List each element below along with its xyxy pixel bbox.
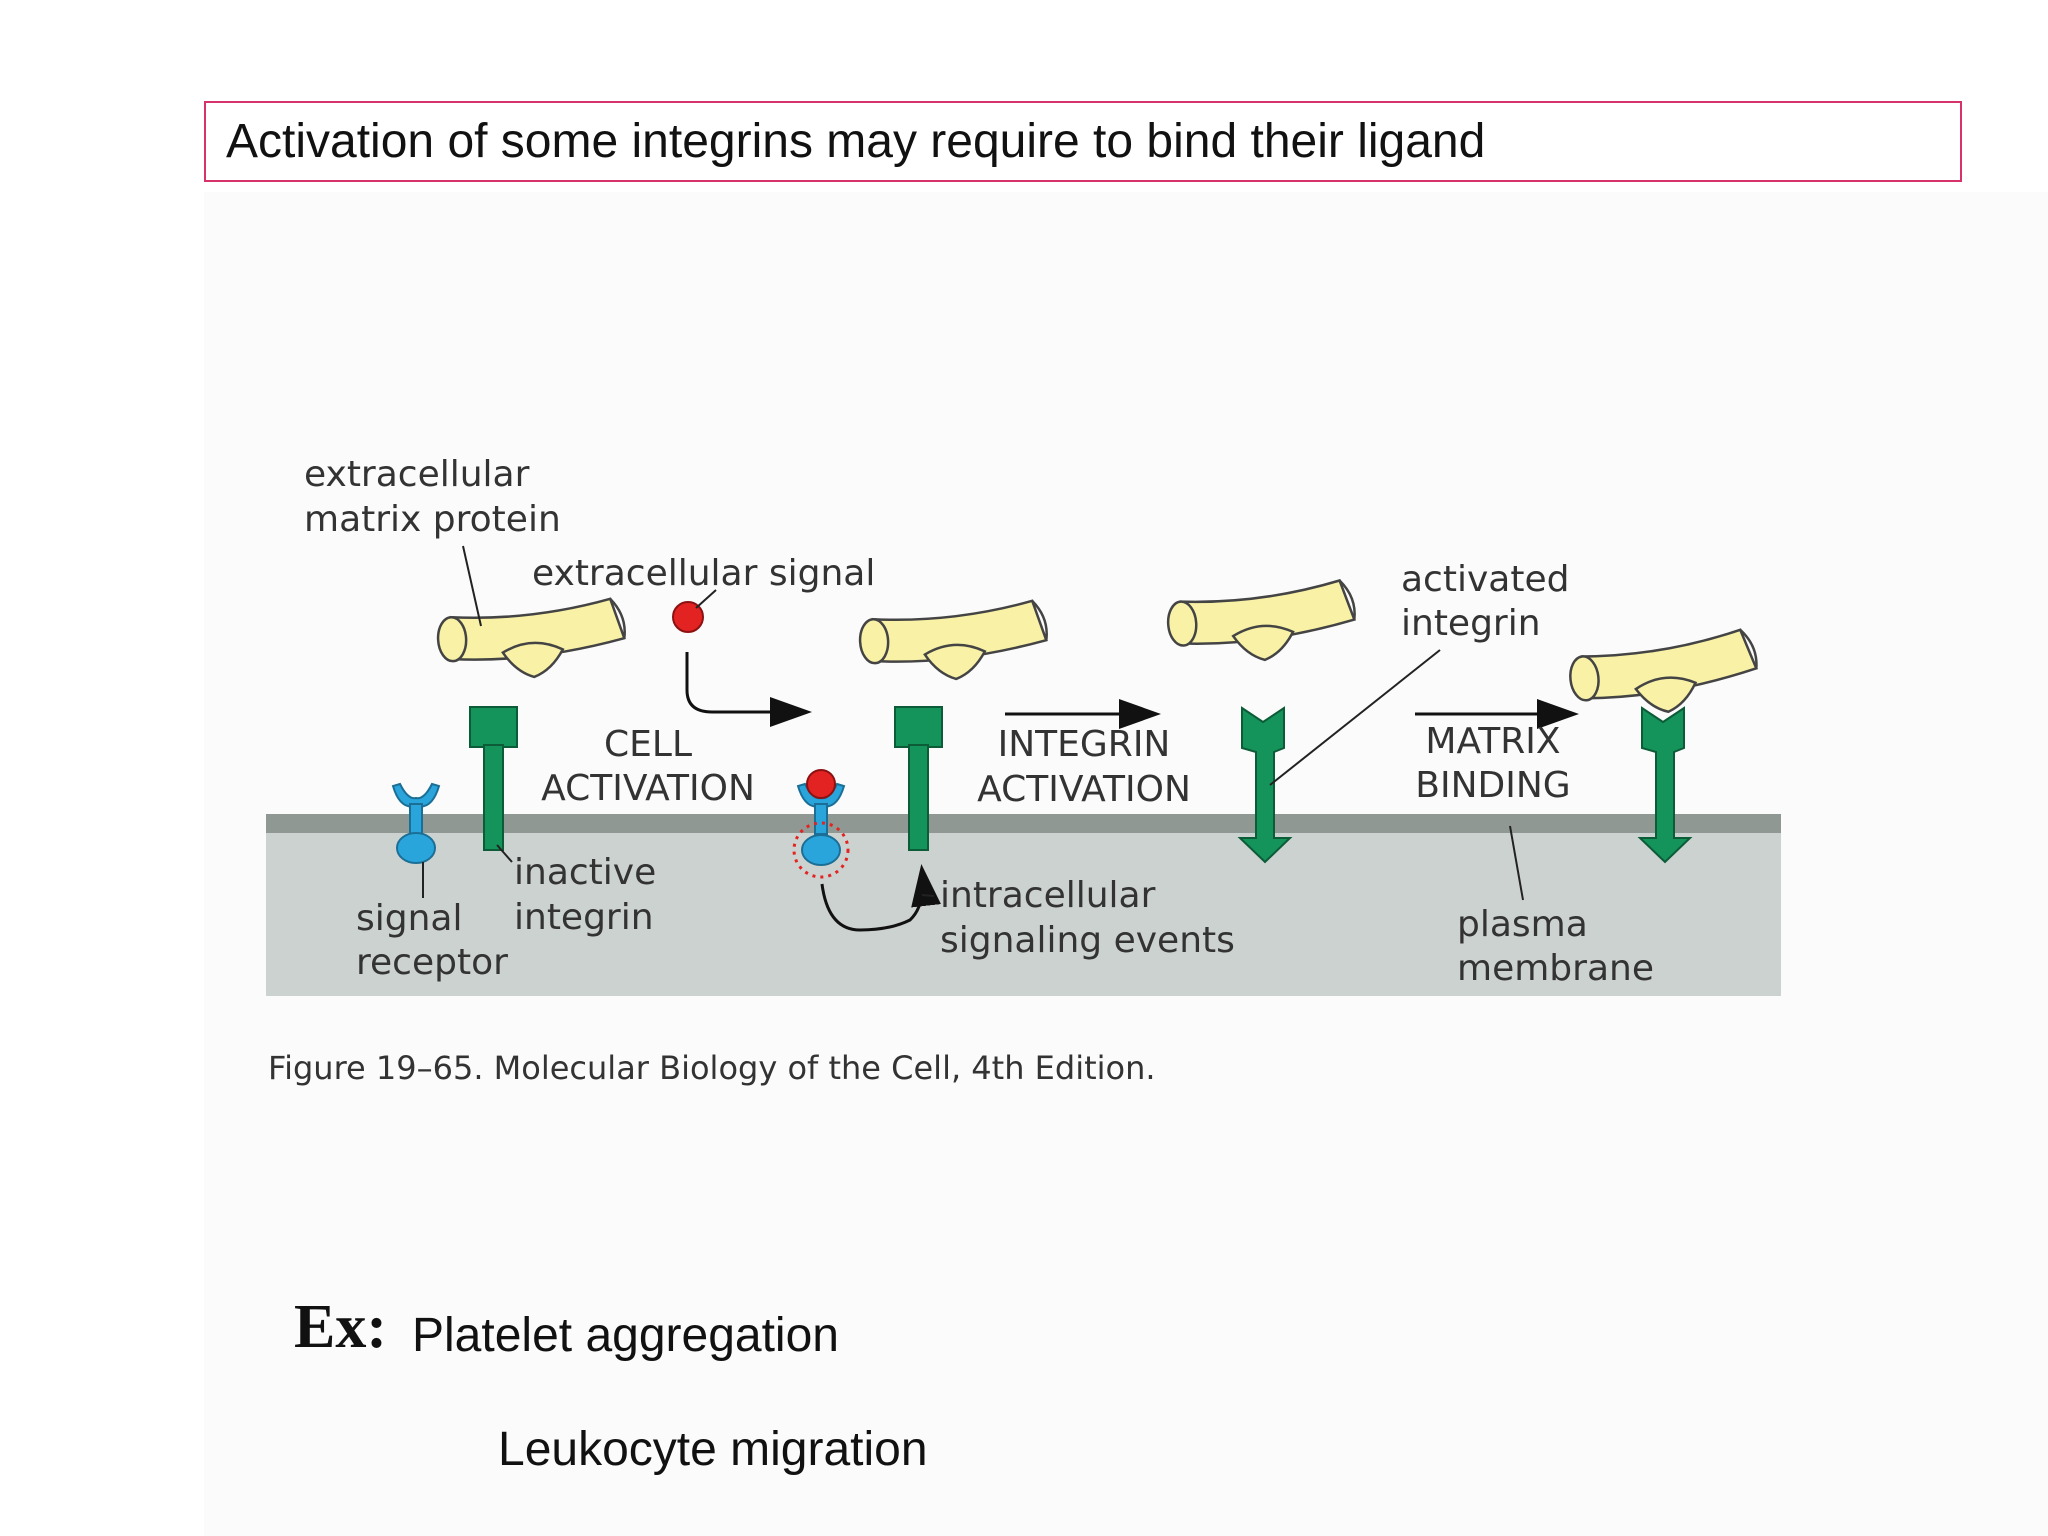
- signal-receptor-label-2: receptor: [356, 942, 508, 983]
- ecm-protein-label-2: matrix protein: [304, 499, 561, 540]
- intracellular-signaling-arrow: [820, 864, 941, 932]
- activated-integrin-1: [1237, 706, 1293, 864]
- examples-prefix: Ex:: [294, 1293, 387, 1361]
- extracellular-signal-label: extracellular signal: [532, 553, 875, 594]
- signal-path-arrow: [685, 652, 812, 727]
- intracellular-label-2: signaling events: [940, 920, 1235, 961]
- example-item-2: Leukocyte migration: [498, 1423, 928, 1476]
- intracellular-label-1: intracellular: [940, 875, 1156, 916]
- activated-integrin-label-1: activated: [1401, 559, 1569, 600]
- integrin-activation-label-2: ACTIVATION: [977, 769, 1191, 810]
- ecm-protein-label-1: extracellular: [304, 454, 530, 495]
- integrin-activation-label-1: INTEGRIN: [998, 724, 1171, 765]
- signal-receptor-label-1: signal: [356, 898, 463, 939]
- cell-activation-label-1: CELL: [604, 724, 692, 765]
- figure-caption: Figure 19–65. Molecular Biology of the C…: [268, 1049, 1156, 1087]
- inactive-integrin-label-2: integrin: [514, 897, 654, 938]
- signal-receptor-1: [391, 782, 441, 864]
- extracellular-signal-molecule: [672, 601, 704, 633]
- inactive-integrin-label-1: inactive: [514, 852, 656, 893]
- matrix-protein-2: [857, 598, 1051, 686]
- leader-plasma-membrane: [1509, 825, 1524, 901]
- leader-activated-integrin: [1269, 649, 1441, 786]
- activated-integrin-label-2: integrin: [1401, 603, 1541, 644]
- cytoplasm: [266, 816, 1781, 996]
- slide-title: Activation of some integrins may require…: [204, 101, 1962, 182]
- plasma-membrane-label-2: membrane: [1457, 948, 1654, 989]
- cell-activation-label-2: ACTIVATION: [541, 768, 755, 809]
- matrix-binding-label-2: BINDING: [1415, 765, 1570, 806]
- leader-inactive-integrin: [496, 844, 513, 863]
- inactive-integrin-2: [894, 706, 943, 851]
- bound-signal-molecule: [806, 769, 836, 799]
- matrix-binding-label-1: MATRIX: [1425, 721, 1560, 762]
- plasma-membrane-label-1: plasma: [1457, 904, 1588, 945]
- leader-intracellular: [921, 894, 935, 897]
- matrix-protein-3: [1164, 578, 1359, 668]
- signal-receptor-2: [792, 782, 850, 879]
- matrix-protein-1: [435, 596, 629, 684]
- activated-integrin-2: [1637, 706, 1693, 864]
- example-item-1: Platelet aggregation: [412, 1309, 839, 1362]
- leader-ecm: [462, 545, 482, 627]
- leader-signal: [695, 589, 717, 609]
- plasma-membrane-band: [266, 814, 1781, 833]
- matrix-protein-4: [1565, 627, 1762, 723]
- inactive-integrin-1: [469, 706, 518, 851]
